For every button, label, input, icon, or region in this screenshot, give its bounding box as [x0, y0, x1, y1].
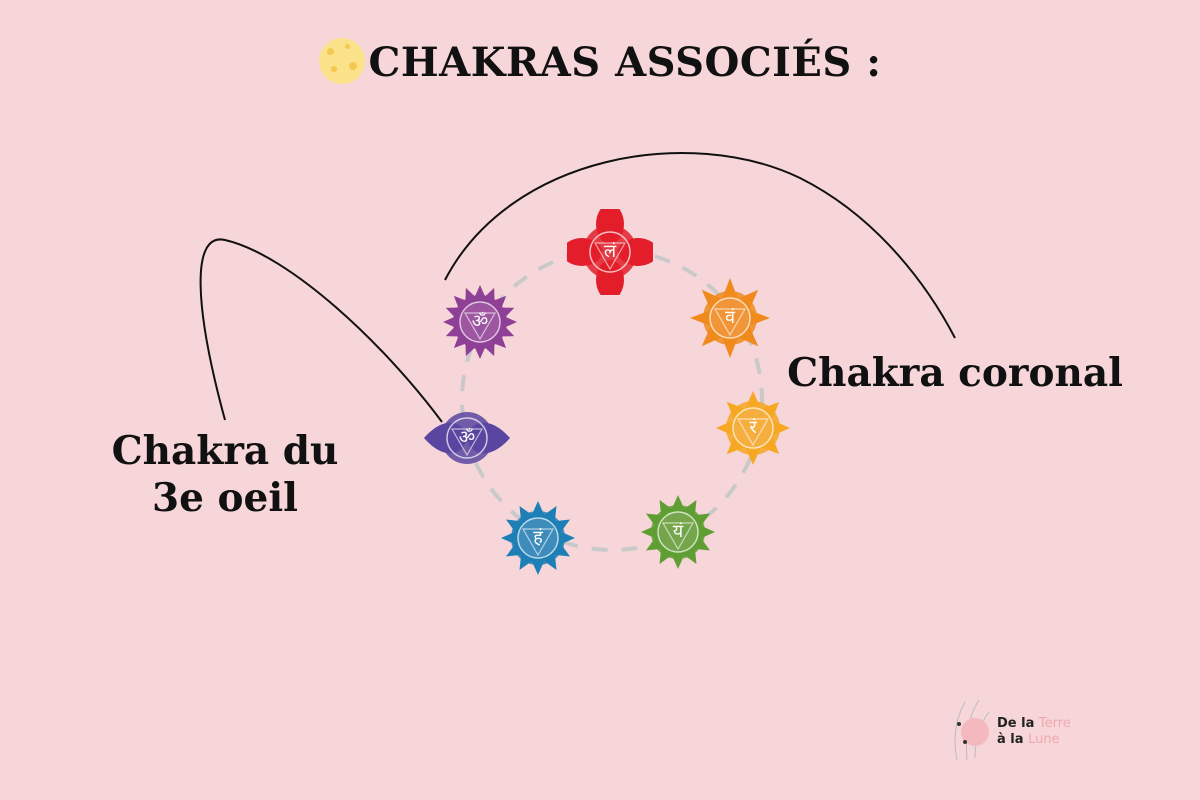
third-eye-label: Chakra du 3e oeil — [111, 428, 339, 521]
brand-logo: De la Terre à la Lune — [945, 690, 1075, 770]
logo-text-3: à la — [997, 732, 1024, 747]
chakra-symbol: यं — [672, 521, 684, 542]
chakra-throat-icon: हं — [495, 495, 581, 581]
moon-icon — [318, 38, 365, 84]
third-eye-pointer-line — [199, 238, 443, 423]
logo-text-4: Lune — [1028, 732, 1060, 747]
chakra-heart-icon: यं — [635, 489, 721, 575]
page-title: CHAKRAS ASSOCIÉS : — [0, 38, 1200, 86]
chakra-symbol: वं — [724, 307, 735, 328]
chakra-crown-icon: ॐ — [437, 279, 523, 365]
logo-text-1: De la — [997, 716, 1035, 731]
chakra-symbol: लं — [603, 241, 617, 262]
chakra-symbol: ॐ — [471, 311, 489, 332]
chakra-root-icon: लं — [567, 209, 653, 295]
crown-label: Chakra coronal — [787, 350, 1123, 396]
chakra-ring — [460, 248, 764, 552]
chakra-third-eye-icon: ॐ — [424, 395, 510, 481]
chakra-symbol: रं — [749, 417, 757, 438]
hand-illustration-icon — [954, 699, 990, 761]
chakra-symbol: ॐ — [458, 427, 476, 448]
title-text: CHAKRAS ASSOCIÉS : — [368, 39, 882, 86]
logo-text-2: Terre — [1038, 716, 1071, 731]
chakra-symbol: हं — [533, 527, 543, 548]
chakra-solar-plexus-icon: रं — [710, 385, 796, 471]
crown-pointer-line — [444, 152, 956, 339]
chakra-sacral-icon: वं — [687, 275, 773, 361]
